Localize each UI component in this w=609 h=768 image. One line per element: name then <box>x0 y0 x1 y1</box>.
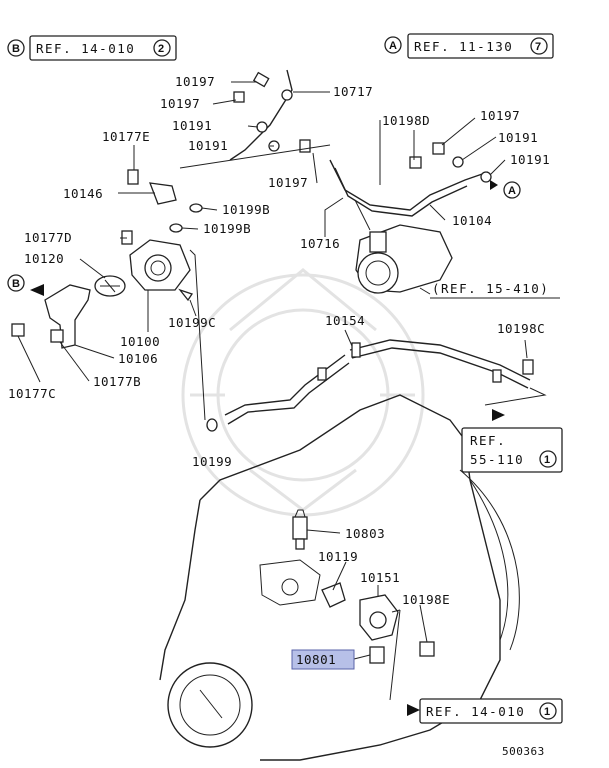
flow-arrows <box>30 180 505 716</box>
part-label[interactable]: 10177D <box>24 230 72 245</box>
part-label[interactable]: 10177C <box>8 386 56 401</box>
engine-block <box>159 394 520 761</box>
part-label[interactable]: 10100 <box>120 334 160 349</box>
part-label[interactable]: 10198D <box>382 113 430 128</box>
part-label[interactable]: 10716 <box>300 236 340 251</box>
ref-55-110[interactable]: REF. 55-110 1 <box>461 427 563 473</box>
part-label[interactable]: 10199 <box>192 454 232 469</box>
svg-text:1: 1 <box>544 706 550 718</box>
throttle-body-area <box>299 139 492 294</box>
ref-b-box <box>29 35 177 61</box>
part-label-highlighted[interactable]: 10801 <box>296 652 336 667</box>
part-label[interactable]: 10104 <box>452 213 492 228</box>
part-label[interactable]: 10151 <box>360 570 400 585</box>
ref-14-010-bottom[interactable]: REF. 14-010 1 <box>419 698 563 724</box>
ref-15-410-text: (REF. 15-410) <box>432 281 549 296</box>
marker-b-left: B <box>7 274 25 292</box>
ref-a-top[interactable]: A REF. 11-130 7 <box>384 33 554 59</box>
part-label[interactable]: 10177E <box>102 129 150 144</box>
svg-text:REF.: REF. <box>470 433 506 448</box>
marker-b-text: B <box>12 43 20 55</box>
arrow-to-a-icon <box>490 180 498 190</box>
part-label[interactable]: 10199B <box>222 202 270 217</box>
leader-lines <box>17 81 547 701</box>
part-label[interactable]: 10197 <box>160 96 200 111</box>
arrow-to-b-icon <box>30 284 44 296</box>
water-pipe <box>317 339 534 389</box>
part-label[interactable]: 10199C <box>168 315 216 330</box>
ref-a-text: REF. 11-130 <box>414 39 513 54</box>
ref-a-num: 7 <box>535 41 541 53</box>
svg-text:B: B <box>12 278 20 290</box>
part-label[interactable]: 10191 <box>498 130 538 145</box>
part-label[interactable]: 10197 <box>480 108 520 123</box>
part-label[interactable]: 10146 <box>63 186 103 201</box>
part-label[interactable]: 10120 <box>24 251 64 266</box>
part-label[interactable]: 10199B <box>203 221 251 236</box>
part-label[interactable]: 10191 <box>172 118 212 133</box>
ref-b-top[interactable]: B REF. 14-010 2 <box>7 35 177 61</box>
part-label[interactable]: 10191 <box>188 138 228 153</box>
marker-a-right: A <box>503 181 521 199</box>
highlight-10801-box[interactable] <box>291 649 355 670</box>
part-label[interactable]: 10106 <box>118 351 158 366</box>
arrow-to-ref-14-icon <box>407 704 420 716</box>
part-label[interactable]: 10803 <box>345 526 385 541</box>
part-label[interactable]: 10197 <box>268 175 308 190</box>
part-label[interactable]: 10198E <box>402 592 450 607</box>
diagram-number: 500363 <box>502 745 545 758</box>
ref-b-text: REF. 14-010 <box>36 41 135 56</box>
svg-text:A: A <box>508 185 516 197</box>
arrow-to-ref-55-icon <box>492 409 505 421</box>
ref-15-410[interactable]: (REF. 15-410) <box>430 281 560 299</box>
part-label[interactable]: 10154 <box>325 313 365 328</box>
marker-b-circle <box>7 39 25 57</box>
part-label[interactable]: 10717 <box>333 84 373 99</box>
svg-text:1: 1 <box>544 454 550 466</box>
marker-a-text: A <box>389 40 397 52</box>
part-label[interactable]: 10198C <box>497 321 545 336</box>
part-label[interactable]: 10191 <box>510 152 550 167</box>
part-label[interactable]: 10197 <box>175 74 215 89</box>
svg-text:55-110: 55-110 <box>470 452 524 467</box>
watermark-emblem <box>181 268 425 517</box>
part-label[interactable]: 10177B <box>93 374 141 389</box>
ref-b-num: 2 <box>158 43 164 55</box>
part-labels: 10197 10197 10191 10191 10717 10177E 101… <box>8 74 550 667</box>
svg-text:REF. 14-010: REF. 14-010 <box>426 704 525 719</box>
part-label[interactable]: 10119 <box>318 549 358 564</box>
